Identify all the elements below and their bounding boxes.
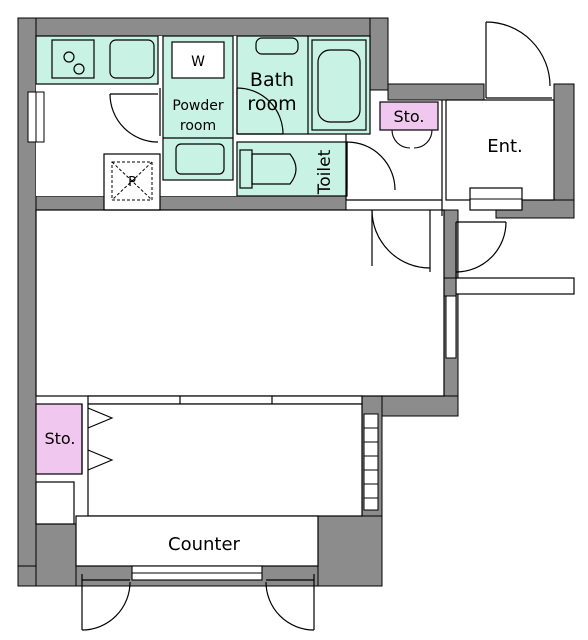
pipe-space-label: P bbox=[128, 175, 136, 190]
bath-door bbox=[236, 87, 284, 135]
wall-bottom-left bbox=[35, 523, 77, 587]
burner-1 bbox=[63, 51, 75, 63]
kitchen-window bbox=[27, 91, 45, 143]
storage-left-label: Sto. bbox=[44, 429, 75, 448]
lower-room bbox=[87, 403, 363, 517]
storage-left bbox=[35, 403, 83, 475]
toilet-bowl bbox=[251, 153, 297, 185]
kitchen-door bbox=[109, 93, 159, 143]
bath-room-label-1: Bath bbox=[250, 69, 294, 91]
bottom-door-right bbox=[265, 574, 315, 631]
pipe-space-box bbox=[111, 161, 153, 201]
wall-entrance-right bbox=[553, 83, 575, 219]
stove bbox=[51, 39, 95, 79]
storage-top-label: Sto. bbox=[393, 107, 424, 126]
kitchen-counter bbox=[35, 35, 159, 85]
vanity-sink bbox=[175, 143, 225, 175]
wall-right-upper bbox=[369, 17, 389, 91]
bathtub-inner bbox=[317, 49, 361, 123]
main-side-window bbox=[445, 295, 457, 359]
powder-room-label-2: room bbox=[180, 118, 216, 134]
storage-left-doors bbox=[87, 407, 114, 471]
entrance-step bbox=[455, 277, 575, 295]
sliding-partition bbox=[87, 395, 363, 405]
washer-label: W bbox=[191, 54, 205, 70]
powder-room-label-1: Powder bbox=[172, 98, 223, 114]
wall-top bbox=[17, 17, 389, 37]
lower-left-box bbox=[35, 481, 75, 525]
hall-door bbox=[371, 209, 431, 272]
storage-top bbox=[379, 101, 439, 131]
entrance-area bbox=[445, 99, 555, 201]
entrance-step-wall bbox=[443, 277, 457, 297]
entrance-door bbox=[485, 21, 552, 99]
wall-bottom-right-col bbox=[317, 515, 383, 587]
bottom-door-left bbox=[81, 574, 131, 631]
counter-area bbox=[75, 515, 319, 567]
toilet-door bbox=[346, 141, 396, 191]
entrance-inner-door bbox=[455, 221, 507, 278]
burner-2 bbox=[73, 63, 85, 75]
bathtub bbox=[311, 39, 367, 131]
storage-top-doors bbox=[391, 129, 433, 149]
washer bbox=[171, 41, 225, 79]
counter-label: Counter bbox=[168, 534, 241, 555]
bath-room bbox=[236, 35, 371, 135]
bath-vanity bbox=[255, 37, 299, 55]
wall-wet-bottom bbox=[35, 195, 347, 211]
kitchen-sink bbox=[109, 39, 155, 79]
toilet-label: Toilet bbox=[315, 149, 335, 195]
wall-entrance-top bbox=[387, 83, 485, 101]
hall-partitions bbox=[345, 100, 443, 216]
lower-right-hatch bbox=[363, 413, 379, 511]
entrance-label: Ent. bbox=[487, 136, 523, 157]
